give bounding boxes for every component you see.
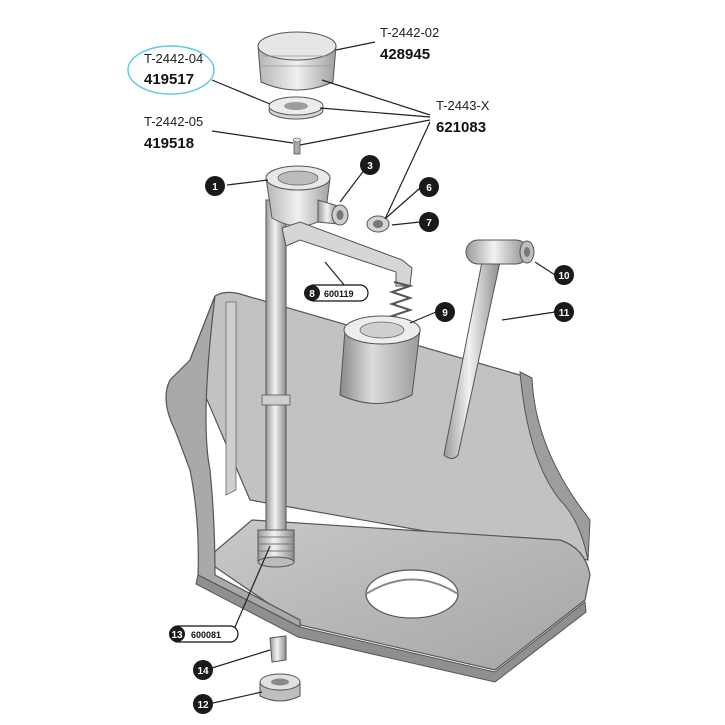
overflow-tube	[443, 239, 535, 459]
badge-3: 3	[360, 155, 380, 175]
callout-seal: T-2442-04 419517	[127, 45, 215, 95]
valve-cap	[257, 31, 337, 91]
callout-cap: T-2442-02 428945	[380, 25, 439, 63]
valve-pin	[292, 137, 302, 155]
badge-11: 11	[554, 302, 574, 322]
badge-12: 12	[193, 694, 213, 714]
callout-pin-code: T-2442-05	[144, 114, 203, 129]
cistern-tank	[165, 291, 591, 683]
callout-seal-number: 419517	[144, 71, 194, 88]
seal-highlight-ring	[127, 45, 215, 95]
callout-pin-number: 419518	[144, 135, 194, 152]
badge-1: 1	[205, 176, 225, 196]
badge-7: 7	[419, 212, 439, 232]
valve-head	[265, 165, 349, 227]
badge-10: 10	[554, 265, 574, 285]
svg-text:13: 13	[171, 630, 183, 641]
badge-14: 14	[193, 660, 213, 680]
svg-text:9: 9	[442, 308, 448, 319]
callout-seal-code: T-2442-04	[144, 51, 203, 66]
callout-pin: T-2442-05 419518	[144, 114, 203, 152]
valve-seal	[268, 96, 324, 120]
float-cup	[339, 315, 421, 404]
badge-8: 8 600119	[304, 284, 369, 302]
bottom-insert	[269, 635, 287, 663]
badge-13-part-number: 600081	[191, 630, 221, 640]
callout-cap-code: T-2442-02	[380, 25, 439, 40]
svg-text:12: 12	[197, 700, 209, 711]
svg-text:3: 3	[367, 161, 373, 172]
badge-9: 9	[435, 302, 455, 322]
badge-6: 6	[419, 177, 439, 197]
washer-small	[366, 215, 390, 233]
callout-kit: T-2443-X 621083	[436, 98, 490, 136]
svg-text:14: 14	[197, 666, 209, 677]
callout-cap-number: 428945	[380, 46, 430, 63]
leader-lines	[211, 41, 556, 704]
svg-text:11: 11	[559, 308, 570, 319]
callout-kit-number: 621083	[436, 119, 486, 136]
svg-text:7: 7	[426, 218, 432, 229]
svg-text:8: 8	[309, 289, 315, 300]
badge-8-part-number: 600119	[324, 289, 354, 299]
valve-riser-pipe	[257, 199, 295, 568]
svg-text:1: 1	[212, 182, 218, 193]
svg-text:10: 10	[558, 271, 570, 282]
badge-13: 13 600081	[169, 625, 239, 643]
float-arm	[281, 221, 413, 287]
lock-nut	[259, 673, 301, 702]
callout-kit-code: T-2443-X	[436, 98, 490, 113]
svg-text:6: 6	[426, 183, 432, 194]
